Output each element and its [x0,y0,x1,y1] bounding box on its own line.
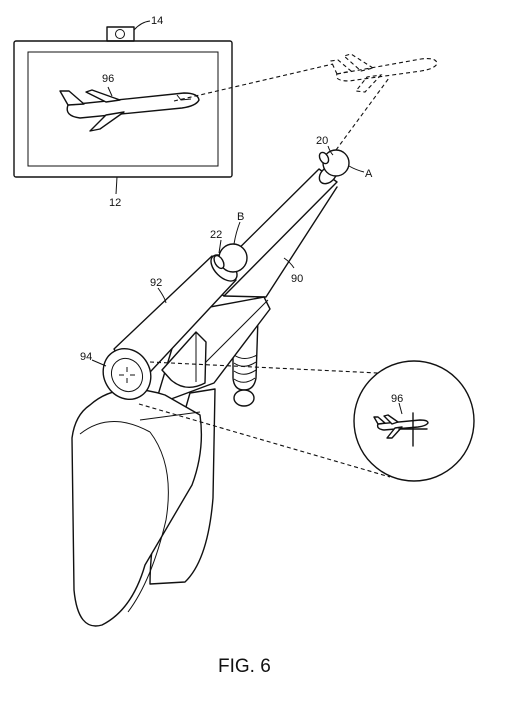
label-sensor-b-letter: B [237,211,244,223]
label-sensor-b: 22 [210,229,222,241]
sensor-b-letter-leader [233,221,241,245]
camera-unit [106,20,151,42]
airplane-in-scope-icon [373,414,429,439]
label-sensor-a: 20 [316,135,328,147]
sensor-b [213,243,248,273]
label-scope: 92 [150,277,162,289]
display-leader-line [115,176,118,195]
scope-lens-leader [91,359,107,367]
label-camera: 14 [151,15,163,27]
figure-caption: FIG. 6 [218,656,271,677]
sensor-b-leader [218,239,222,254]
crosshair-icon [398,412,428,447]
airplane-target-outline-icon [330,53,438,93]
screen-plane-leader-line [107,86,113,97]
sensor-a-leader [327,145,334,156]
airplane-on-screen-icon [59,89,200,132]
rifle-body [71,165,338,627]
label-plane-in-scope: 96 [391,393,403,405]
rifle-scope [113,254,238,388]
scope-plane-leader-line [398,402,403,415]
scope-leader [157,287,167,304]
label-rifle: 90 [291,273,303,285]
screen-to-target-line [173,63,334,102]
label-scope-lens: 94 [80,351,92,363]
label-plane-on-screen: 96 [102,73,114,85]
scope-view-circle [138,360,475,482]
label-sensor-a-letter: A [365,168,373,180]
sensor-a [318,149,350,177]
label-display: 12 [109,197,121,209]
sensor-a-letter-leader [348,165,365,173]
sensor-to-target-line [335,77,390,151]
rifle-leader [283,257,295,269]
scope-lens [102,348,152,400]
